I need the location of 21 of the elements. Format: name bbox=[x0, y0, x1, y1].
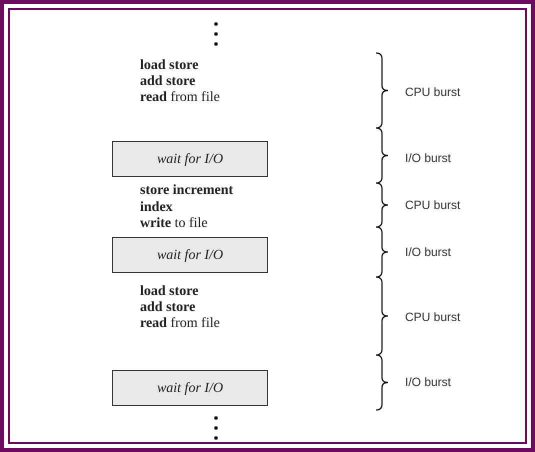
burst-label: CPU burst bbox=[405, 309, 460, 325]
burst-label: CPU burst bbox=[405, 197, 460, 213]
code-line: add store bbox=[140, 74, 196, 90]
code-line: load store bbox=[140, 284, 198, 300]
burst-label: I/O burst bbox=[405, 374, 452, 390]
code-line: index bbox=[140, 200, 173, 216]
process-box bbox=[112, 370, 268, 406]
box-text: wait for I/O bbox=[156, 150, 224, 168]
process-box bbox=[112, 237, 268, 273]
code-line: read from file bbox=[140, 316, 220, 332]
code-line: read from file bbox=[140, 90, 220, 106]
burst-label: I/O burst bbox=[405, 244, 452, 260]
process-box bbox=[112, 141, 268, 177]
box-text: wait for I/O bbox=[156, 380, 224, 398]
box-text: wait for I/O bbox=[156, 246, 224, 264]
code-line: load store bbox=[140, 58, 198, 74]
code-line: write to file bbox=[140, 216, 208, 232]
burst-label: CPU burst bbox=[405, 84, 460, 100]
burst-label: I/O burst bbox=[405, 150, 452, 166]
code-line: add store bbox=[140, 300, 196, 316]
code-line: store increment bbox=[140, 183, 234, 199]
